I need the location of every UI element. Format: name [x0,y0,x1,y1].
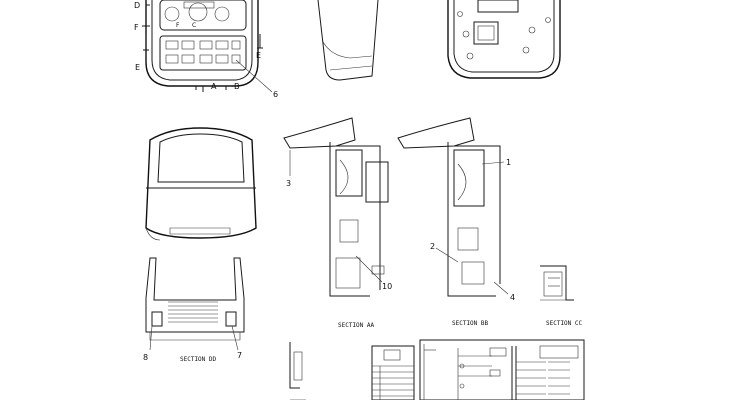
callout-3: 3 [286,179,291,188]
section-bb-title: SECTION BB [452,320,489,327]
callout-8: 8 [143,353,148,362]
svg-text:F: F [176,22,180,29]
monitor-side-view [317,0,379,81]
callout-2: 2 [430,242,435,251]
section-mark-f: F [134,23,139,32]
button-grid [165,40,241,64]
callout-4: 4 [510,293,515,302]
callout-6: 6 [273,90,278,99]
callout-10: 10 [382,282,392,291]
wiring-schematic [419,339,585,400]
section-mark-e-right: E [256,51,261,60]
section-aa-title: SECTION AA [338,322,375,329]
callout-1: 1 [506,158,511,167]
section-dd-title: SECTION DD [180,356,217,363]
section-mark-a: A [211,82,217,91]
section-dd-drawing [145,257,245,351]
cover-perspective-view [145,127,257,241]
section-aa-drawing [283,117,389,297]
section-cc-title: SECTION CC [546,320,583,327]
svg-text:C: C [192,22,196,29]
connector-pins [168,301,218,323]
section-mark-e-left: E [135,63,140,72]
callout-7: 7 [237,351,242,360]
detail-bracket [289,342,306,400]
monitor-front-view: F C [142,0,273,93]
section-mark-b: B [234,82,240,91]
section-cc-drawing [540,265,574,301]
section-bb-drawing [397,117,509,297]
section-mark-d: D [134,1,140,10]
connector-pin-table [371,345,415,400]
monitor-rear-view [447,0,561,79]
